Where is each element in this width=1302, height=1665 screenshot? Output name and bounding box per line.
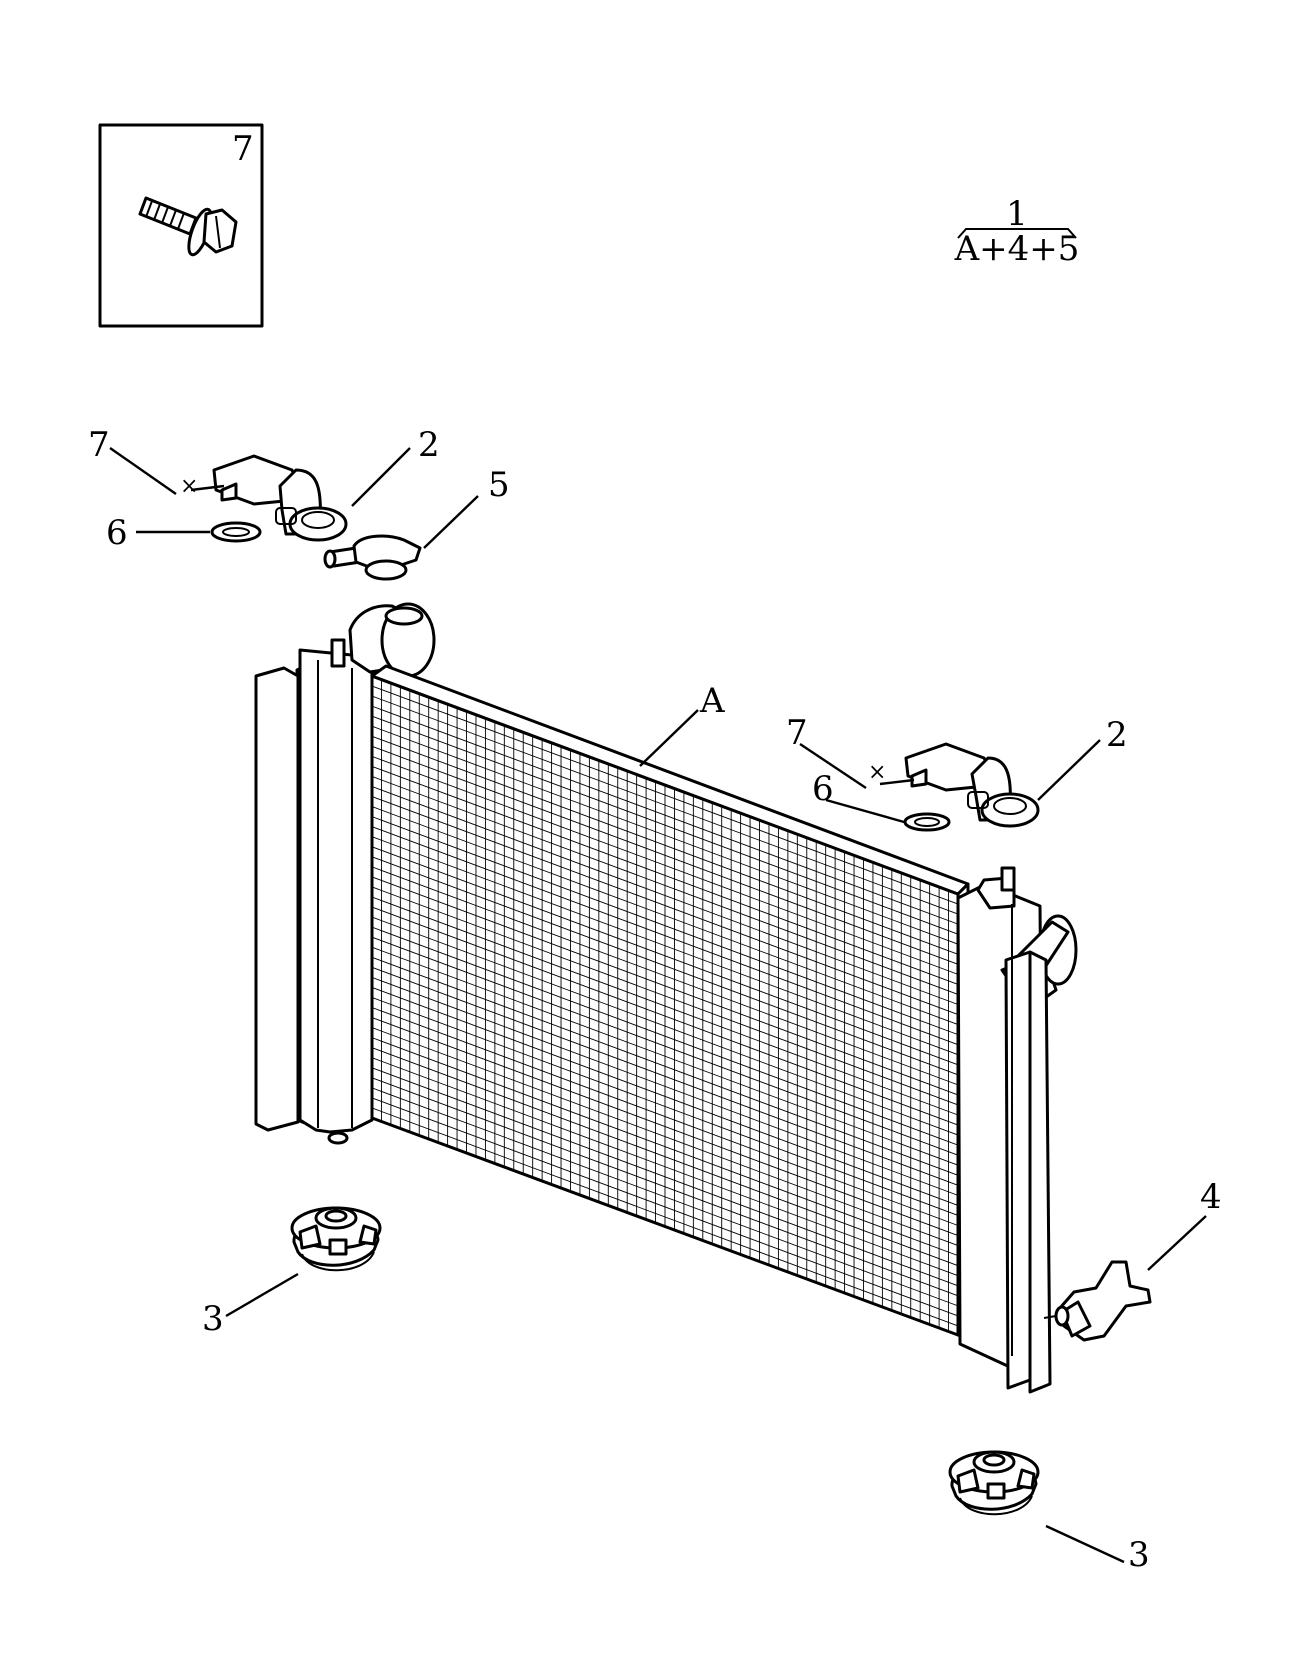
mesh-line bbox=[371, 776, 959, 995]
mesh-line bbox=[371, 1047, 959, 1267]
mesh-line bbox=[371, 1057, 959, 1277]
mesh-line bbox=[371, 906, 959, 1126]
mesh-line bbox=[371, 997, 959, 1216]
left-tank-pin bbox=[330, 638, 346, 668]
radiator-core-mesh bbox=[371, 679, 959, 1333]
mesh-line bbox=[371, 886, 959, 1106]
bolt-marker-left: × bbox=[180, 474, 198, 499]
bolt-icon bbox=[138, 196, 238, 257]
mesh-line bbox=[371, 755, 959, 975]
mesh-line bbox=[371, 1097, 959, 1317]
mesh-line bbox=[371, 1007, 959, 1226]
mesh-line bbox=[371, 705, 959, 925]
mesh-line bbox=[371, 786, 959, 1005]
mesh-line bbox=[371, 725, 959, 945]
mesh-line bbox=[371, 1027, 959, 1247]
mesh-line bbox=[371, 1017, 959, 1236]
mesh-line bbox=[371, 976, 959, 1196]
mount-bushing-left-icon bbox=[290, 1206, 382, 1272]
inset-frame bbox=[98, 123, 264, 328]
mesh-line bbox=[371, 836, 959, 1056]
left-outer-bar bbox=[254, 666, 300, 1132]
mesh-line bbox=[371, 806, 959, 1026]
bolt-marker-right: × bbox=[868, 760, 886, 785]
callout-mount-left: 3 bbox=[202, 1299, 224, 1339]
mesh-line bbox=[371, 876, 959, 1096]
bracket-right bbox=[904, 742, 1040, 828]
assembly-note: 1 A+4+5 bbox=[954, 194, 1080, 269]
bracket-left bbox=[212, 454, 348, 542]
mesh-line bbox=[371, 816, 959, 1036]
assembly-brace bbox=[957, 228, 1077, 239]
callout-bracket-right-bolt: 7 bbox=[786, 713, 808, 753]
mesh-line bbox=[371, 986, 959, 1206]
mesh-line bbox=[371, 1077, 959, 1297]
mesh-line bbox=[371, 916, 959, 1136]
mesh-line bbox=[371, 695, 959, 915]
mesh-line bbox=[371, 936, 959, 1156]
mesh-line bbox=[371, 896, 959, 1116]
mesh-line bbox=[371, 1067, 959, 1287]
radiator-assembly bbox=[254, 602, 1078, 1394]
left-tank bbox=[298, 648, 374, 1134]
callout-washer-right: 6 bbox=[812, 769, 834, 809]
radiator-cap-icon bbox=[323, 534, 422, 581]
callout-washer-left: 6 bbox=[106, 513, 128, 553]
mesh-line bbox=[371, 856, 959, 1076]
callout-drain-plug: 4 bbox=[1200, 1177, 1222, 1217]
filler-neck bbox=[348, 602, 436, 678]
washer-right-icon bbox=[903, 812, 951, 832]
mesh-line bbox=[371, 846, 959, 1066]
mesh-line bbox=[371, 685, 959, 905]
mesh-line bbox=[371, 956, 959, 1176]
mesh-line bbox=[371, 1087, 959, 1307]
mesh-line bbox=[371, 1107, 959, 1327]
mesh-line bbox=[371, 826, 959, 1046]
mesh-line bbox=[371, 926, 959, 1146]
inset-label: 7 bbox=[232, 129, 254, 169]
mesh-line bbox=[371, 745, 959, 965]
mesh-line bbox=[371, 966, 959, 1186]
callout-mount-right: 3 bbox=[1128, 1535, 1150, 1575]
assembly-formula: A+4+5 bbox=[954, 229, 1080, 269]
mount-bushing-right-icon bbox=[948, 1450, 1040, 1516]
callout-bracket-left: 2 bbox=[418, 425, 440, 465]
mesh-line bbox=[371, 796, 959, 1015]
callout-radiator: A bbox=[699, 681, 725, 721]
callout-bracket-right: 2 bbox=[1106, 715, 1128, 755]
right-outer-bar bbox=[1004, 950, 1032, 1390]
bolt-inset: 7 bbox=[98, 123, 264, 328]
mesh-line bbox=[371, 715, 959, 935]
leader-lines bbox=[109, 447, 1207, 1564]
washer-left-icon bbox=[210, 521, 262, 543]
mesh-line bbox=[371, 1037, 959, 1257]
callout-bracket-left-bolt: 7 bbox=[88, 425, 110, 465]
mesh-line bbox=[371, 735, 959, 955]
assembly-label: 1 bbox=[1006, 194, 1028, 234]
mesh-line bbox=[371, 866, 959, 1086]
mesh-line bbox=[371, 765, 959, 985]
right-tank-pin bbox=[1000, 866, 1016, 892]
drain-plug-icon bbox=[1043, 1260, 1152, 1342]
callout-cap: 5 bbox=[488, 465, 510, 505]
mesh-line bbox=[371, 946, 959, 1166]
